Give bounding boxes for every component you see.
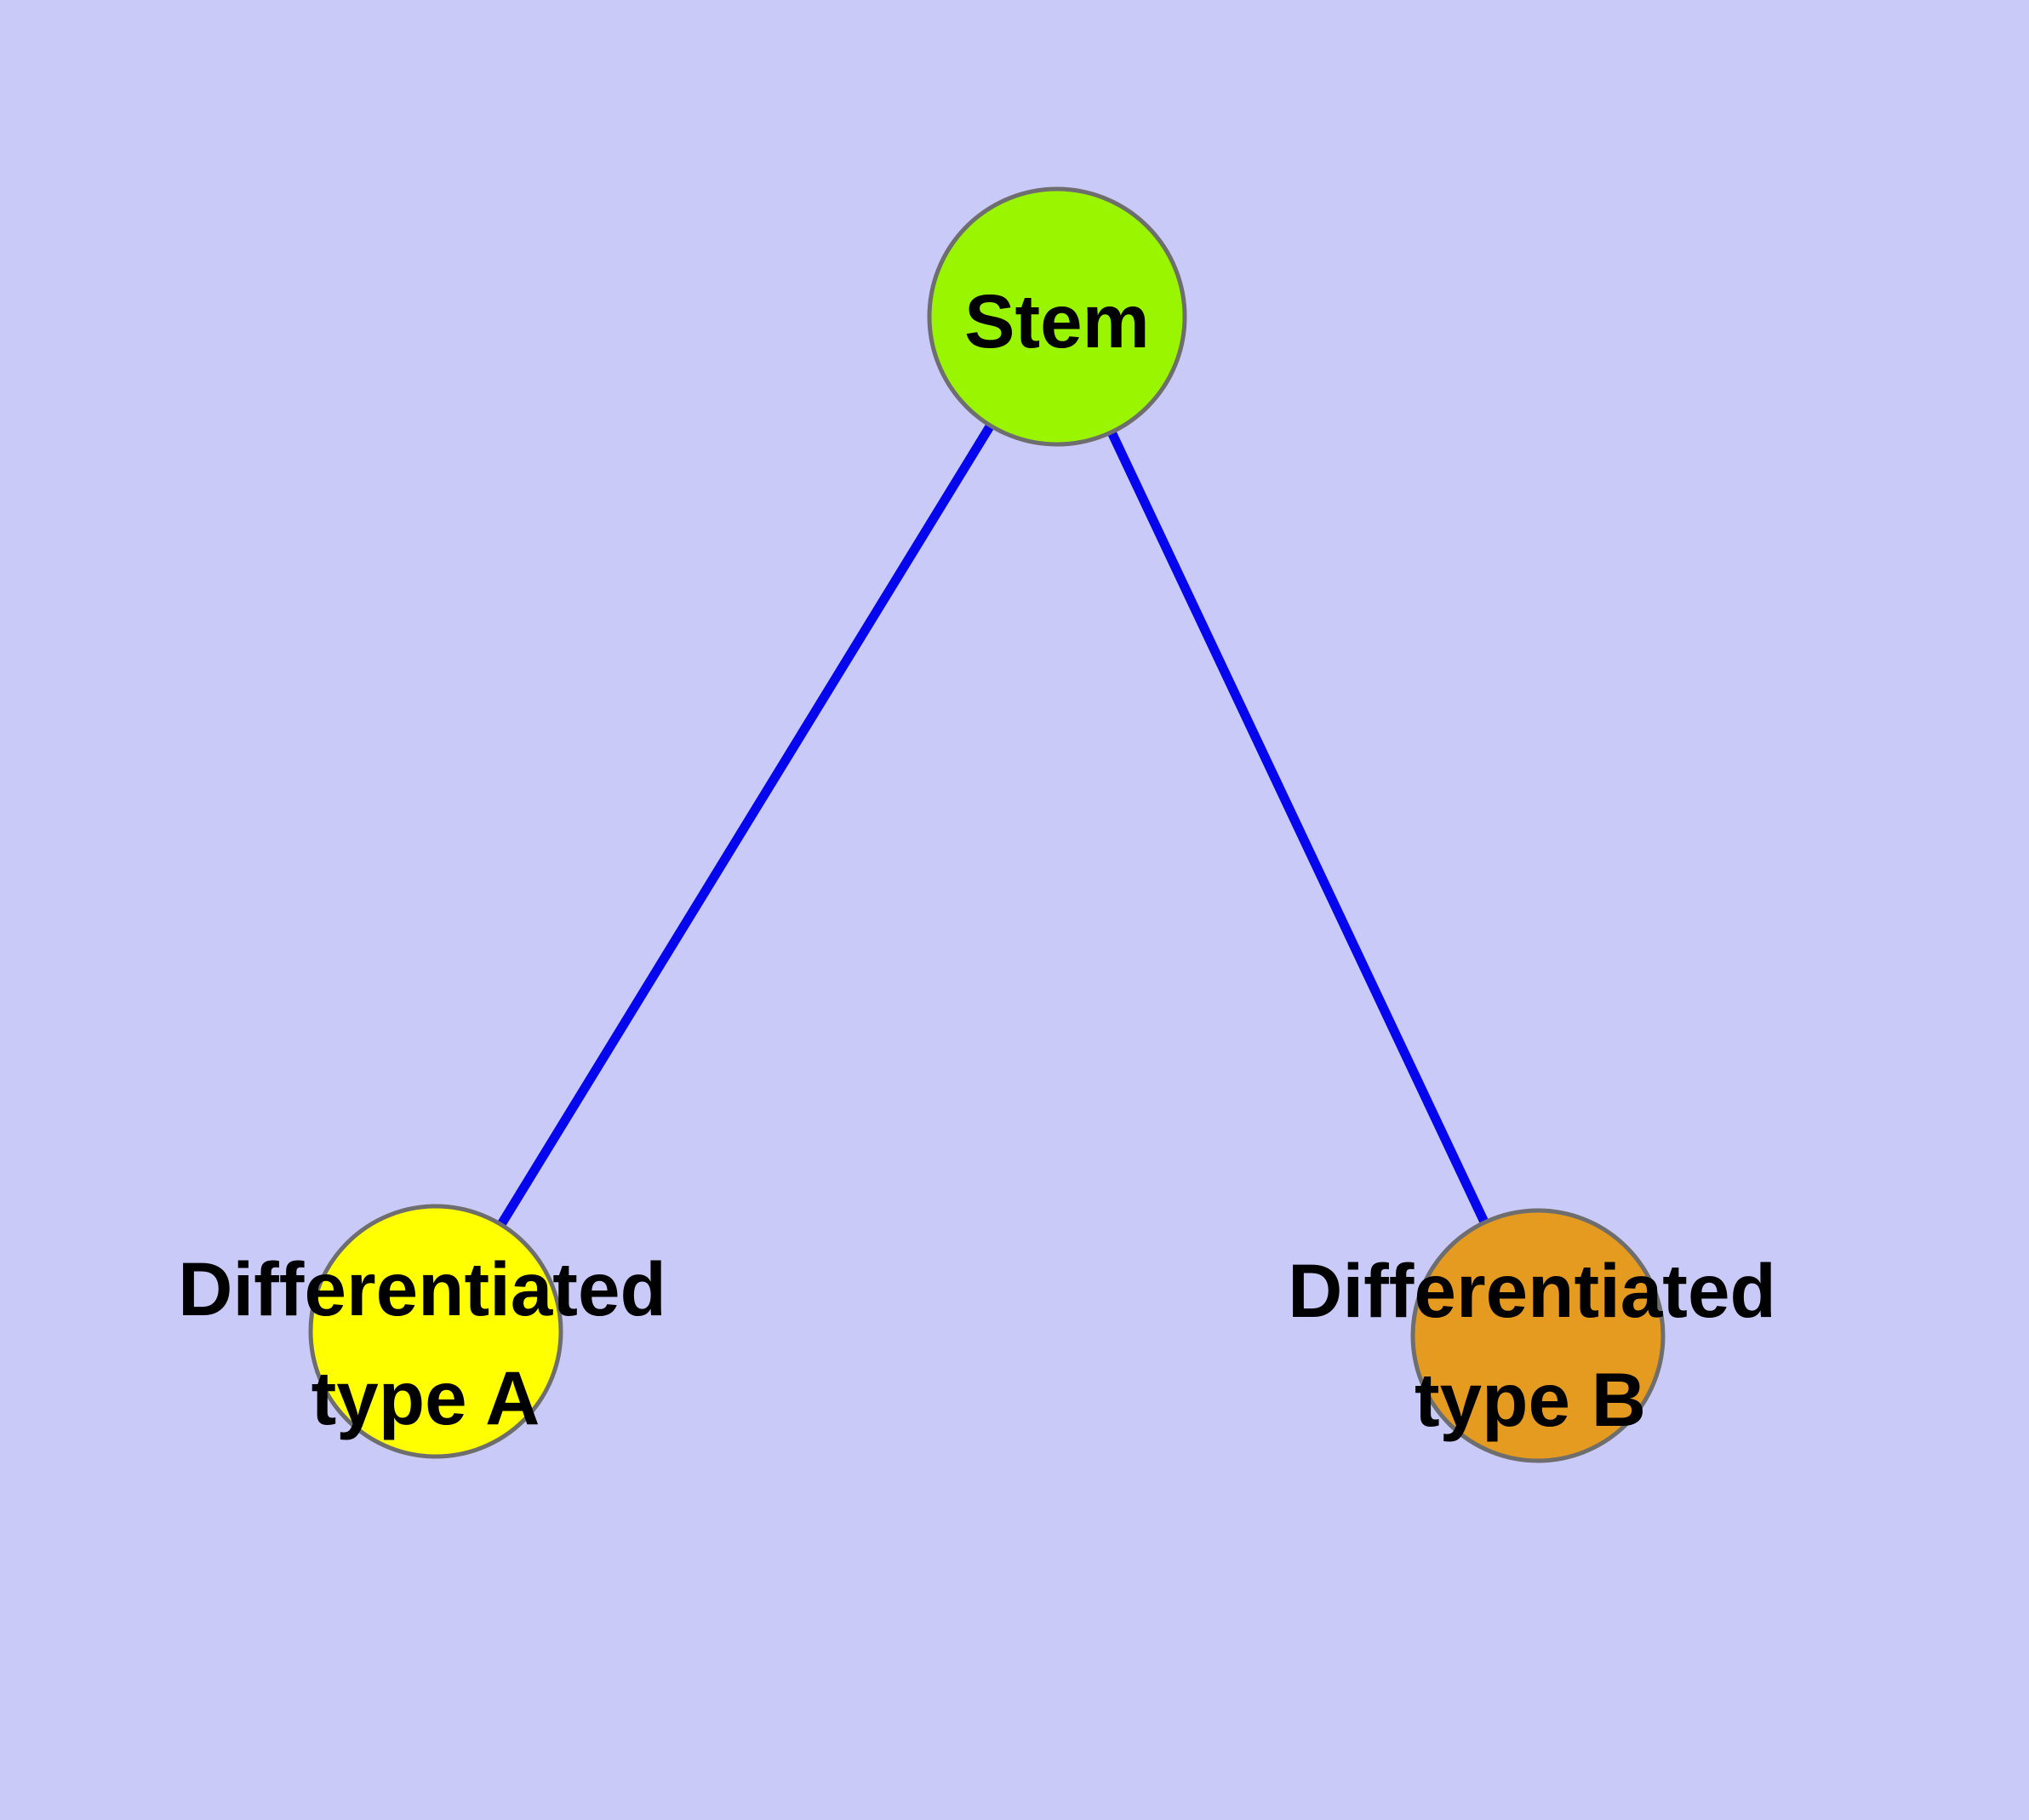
- node-differentiated-type-b-label-line2: type B: [1415, 1357, 1646, 1442]
- node-stem-label: Stem: [964, 278, 1150, 363]
- edge-stem-to-type-a: [432, 314, 1061, 1334]
- edge-stem-to-type-b: [1053, 314, 1542, 1338]
- node-differentiated-type-a-circle: [308, 1204, 563, 1459]
- node-stem-circle: [927, 186, 1187, 447]
- node-differentiated-type-a-label-line1: Differentiated: [178, 1246, 666, 1331]
- node-differentiated-type-b-circle: [1410, 1208, 1666, 1463]
- node-differentiated-type-b-label-line1: Differentiated: [1288, 1248, 1776, 1333]
- node-differentiated-type-a-label-line2: type A: [311, 1355, 540, 1440]
